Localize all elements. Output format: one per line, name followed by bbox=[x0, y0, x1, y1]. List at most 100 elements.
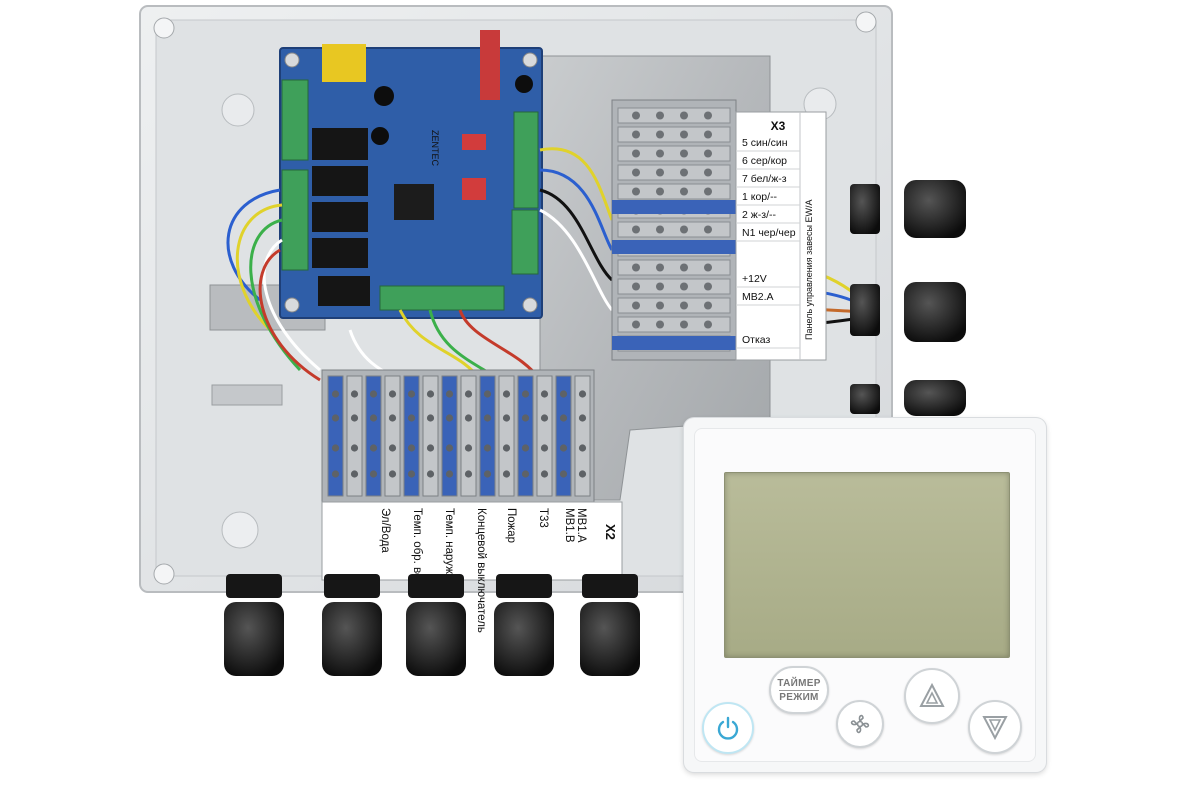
x2-column-label: MB1.A bbox=[575, 508, 587, 543]
increase-button[interactable] bbox=[904, 668, 960, 724]
terminal-slice bbox=[346, 375, 363, 497]
cable-glands-right bbox=[850, 180, 966, 416]
terminal-screw-icon bbox=[632, 225, 640, 234]
relay bbox=[318, 276, 370, 306]
terminal-screw-icon bbox=[578, 470, 587, 478]
terminal-screw-icon bbox=[407, 470, 416, 478]
terminal-screw-icon bbox=[350, 414, 359, 422]
terminal-screw-icon bbox=[578, 390, 587, 398]
terminal-slice bbox=[327, 375, 344, 497]
terminal-screw-icon bbox=[704, 130, 712, 139]
corner-screw-icon bbox=[221, 511, 259, 549]
terminal-screw-icon bbox=[704, 282, 712, 291]
relay bbox=[312, 166, 368, 196]
terminal-screw-icon bbox=[680, 130, 688, 139]
terminal-slice bbox=[617, 183, 731, 200]
terminal-screw-icon bbox=[426, 470, 435, 478]
power-button[interactable] bbox=[702, 702, 754, 754]
terminal-screw-icon bbox=[704, 301, 712, 310]
terminal-screw-icon bbox=[521, 444, 530, 452]
terminal-slice bbox=[460, 375, 477, 497]
timer-mode-button[interactable]: ТАЙМЕР РЕЖИМ bbox=[769, 666, 829, 714]
x3-side-note: Панель управления завесы EW/A bbox=[804, 200, 814, 340]
terminal-screw-icon bbox=[632, 187, 640, 196]
cable-gland bbox=[494, 602, 554, 676]
terminal-screw-icon bbox=[632, 149, 640, 158]
terminal-screw-icon bbox=[464, 414, 473, 422]
x3-row-label: MB2.A bbox=[742, 291, 774, 303]
terminal-screw-icon bbox=[559, 444, 568, 452]
relay bbox=[312, 238, 368, 268]
terminal-screw-icon bbox=[656, 263, 664, 272]
gland-nut bbox=[324, 574, 380, 598]
fan-speed-button[interactable] bbox=[836, 700, 884, 748]
terminal-slice bbox=[536, 375, 553, 497]
controller-pcb: ZENTEC bbox=[279, 30, 543, 319]
terminal-slice bbox=[479, 375, 496, 497]
terminal-screw-icon bbox=[540, 390, 549, 398]
decrease-button[interactable] bbox=[968, 700, 1022, 754]
terminal-slice bbox=[617, 145, 731, 162]
gland-nut bbox=[582, 574, 638, 598]
x2-column-label: MB1.B bbox=[563, 508, 575, 543]
x2-column-label: Эл/Вода bbox=[379, 508, 391, 553]
terminal-screw-icon bbox=[331, 390, 340, 398]
terminal-screw-icon bbox=[483, 414, 492, 422]
terminal-screw-icon bbox=[578, 444, 587, 452]
wall-control-panel: ТАЙМЕР РЕЖИМ bbox=[684, 418, 1046, 772]
gland-nut bbox=[408, 574, 464, 598]
terminal-screw-icon bbox=[680, 187, 688, 196]
terminal-screw-icon bbox=[656, 225, 664, 234]
x3-row-label: +12V bbox=[742, 273, 767, 285]
terminal-screw-icon bbox=[632, 130, 640, 139]
x3-row-label: 1 кор/-- bbox=[742, 191, 778, 203]
terminal-screw-icon bbox=[521, 414, 530, 422]
terminal-block-x2 bbox=[321, 369, 595, 503]
lcd-display bbox=[724, 472, 1010, 658]
terminal-screw-icon bbox=[632, 282, 640, 291]
terminal-screw-icon bbox=[369, 390, 378, 398]
terminal-screw-icon bbox=[502, 470, 511, 478]
terminal-screw-icon bbox=[483, 444, 492, 452]
arrow-up-icon bbox=[919, 682, 945, 707]
terminal-slice bbox=[403, 375, 420, 497]
relay bbox=[312, 128, 368, 160]
terminal-screw-icon bbox=[331, 414, 340, 422]
terminal-slice bbox=[384, 375, 401, 497]
terminal-screw-icon bbox=[388, 390, 397, 398]
terminal-screw-icon bbox=[656, 282, 664, 291]
terminal-screw-icon bbox=[704, 111, 712, 120]
terminal-screw-icon bbox=[632, 320, 640, 329]
terminal-screw-icon bbox=[559, 414, 568, 422]
terminal-screw-icon bbox=[704, 168, 712, 177]
terminal-slice bbox=[617, 259, 731, 276]
terminal-screw-icon bbox=[656, 320, 664, 329]
terminal-screw-icon bbox=[680, 301, 688, 310]
terminal-screw-icon bbox=[632, 263, 640, 272]
terminal-screw-icon bbox=[445, 390, 454, 398]
terminal-screw-icon bbox=[407, 414, 416, 422]
terminal-slice bbox=[617, 297, 731, 314]
terminal-screw-icon bbox=[704, 320, 712, 329]
terminal-screw-icon bbox=[680, 168, 688, 177]
terminal-screw-icon bbox=[350, 470, 359, 478]
terminal-screw-icon bbox=[445, 470, 454, 478]
terminal-screw-icon bbox=[426, 390, 435, 398]
corner-screw-icon bbox=[153, 563, 175, 585]
x2-column-label: Пожар bbox=[505, 508, 517, 543]
terminal-screw-icon bbox=[632, 168, 640, 177]
terminal-screw-icon bbox=[656, 149, 664, 158]
x3-row-label: 5 син/син bbox=[742, 137, 788, 149]
terminal-screw-icon bbox=[632, 301, 640, 310]
terminal-slice bbox=[517, 375, 534, 497]
terminal-screw-icon bbox=[331, 444, 340, 452]
x3-row-label: 7 бел/ж-з bbox=[742, 173, 787, 185]
terminal-screw-icon bbox=[369, 414, 378, 422]
terminal-slice bbox=[617, 316, 731, 333]
terminal-screw-icon bbox=[680, 320, 688, 329]
terminal-screw-icon bbox=[680, 263, 688, 272]
corner-screw-icon bbox=[153, 17, 175, 39]
x2-column-label: Темп. обр. воды bbox=[411, 508, 423, 594]
terminal-screw-icon bbox=[388, 444, 397, 452]
